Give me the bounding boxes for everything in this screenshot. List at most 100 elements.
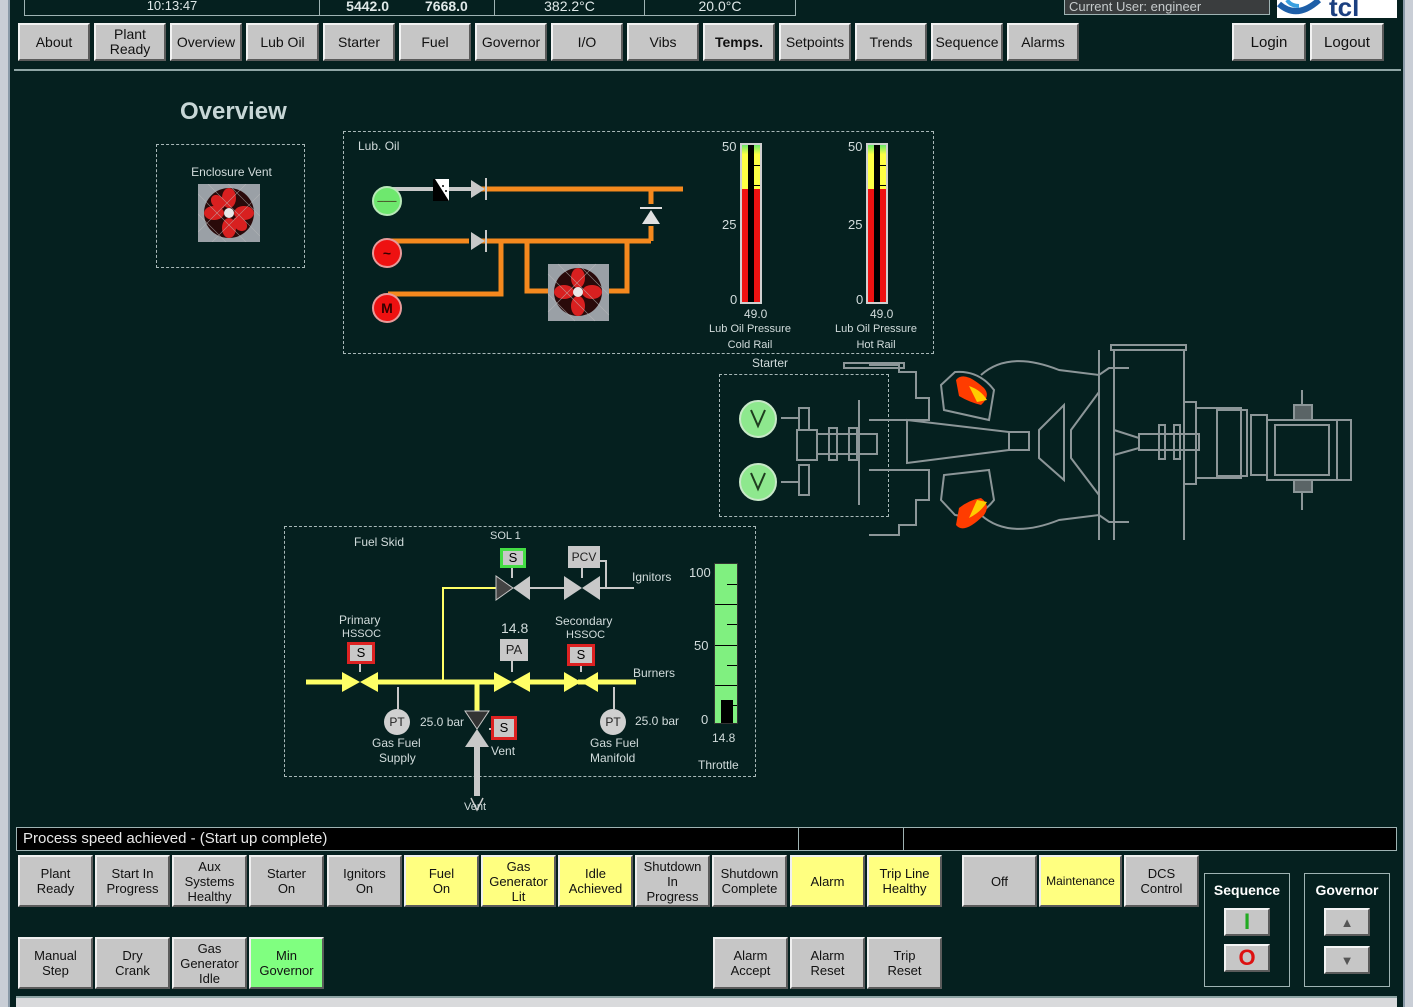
primary-hssoc-valve[interactable]: [342, 672, 378, 692]
nav-button-i-o[interactable]: I/O: [551, 23, 623, 61]
manual-step-button[interactable]: Manual Step: [18, 937, 93, 989]
logout-button[interactable]: Logout: [1310, 23, 1384, 61]
starter-motor-2-icon[interactable]: [739, 463, 777, 501]
trip-reset-button[interactable]: Trip Reset: [867, 937, 942, 989]
flame-icon: [956, 376, 987, 405]
primary-hssoc-solenoid[interactable]: S: [347, 642, 375, 664]
gauge-bar: [740, 143, 762, 304]
starter-box: [719, 374, 889, 517]
starter-label: Starter: [752, 356, 789, 370]
gas-fuel-supply-pt[interactable]: PT: [384, 709, 410, 735]
gas-generator-idle-button[interactable]: Gas Generator Idle: [172, 937, 247, 989]
nav-separator: [14, 69, 1401, 71]
governor-panel: Governor ▲ ▼: [1304, 873, 1390, 987]
nav-button-sequence[interactable]: Sequence: [931, 23, 1003, 61]
nav-button-plant-ready[interactable]: Plant Ready: [94, 23, 166, 61]
nav-button-trends[interactable]: Trends: [855, 23, 927, 61]
temp-1-value: 382.2°C: [544, 0, 595, 14]
min-governor-button[interactable]: Min Governor: [249, 937, 324, 989]
secondary-hssoc-solenoid[interactable]: S: [567, 644, 595, 666]
throttle-bar: [714, 563, 738, 724]
state-ignitors-on: Ignitors On: [327, 855, 402, 907]
pa-valve[interactable]: [494, 672, 530, 692]
enclosure-vent-label: Enclosure Vent: [191, 165, 272, 179]
gas-turbine-diagram: [781, 344, 1352, 540]
nav-button-alarms[interactable]: Alarms: [1007, 23, 1079, 61]
clock-cell: 10:13:47: [25, 0, 320, 15]
dc-pump-icon[interactable]: ───: [372, 186, 402, 216]
primary-hssoc-label-2: HSSOC: [342, 628, 382, 640]
fan-icon[interactable]: [198, 184, 260, 242]
pcv-box[interactable]: PCV: [568, 546, 600, 568]
sequence-panel-title: Sequence: [1213, 882, 1281, 898]
vent-valve-label: Vent: [491, 744, 516, 758]
throttle-scale-mid: 50: [694, 638, 709, 653]
gas-fuel-manifold-label-2: Manifold: [590, 751, 636, 765]
nav-button-governor[interactable]: Governor: [475, 23, 547, 61]
gas-fuel-supply-pressure: 25.0 bar: [420, 715, 465, 729]
sequence-panel: Sequence I O: [1204, 873, 1290, 987]
state-plant-ready: Plant Ready: [18, 855, 93, 907]
speed-2-value: 7668.0: [425, 0, 468, 14]
oil-pipes: [388, 186, 683, 297]
state-gas-generator-lit: Gas Generator Lit: [481, 855, 556, 907]
nav-button-vibs[interactable]: Vibs: [627, 23, 699, 61]
nav-button-overview[interactable]: Overview: [170, 23, 242, 61]
sol1-label: SOL 1: [490, 530, 521, 542]
company-logo: tcl: [1277, 0, 1397, 18]
governor-raise-button[interactable]: ▲: [1324, 908, 1370, 936]
page-title: Overview: [180, 98, 287, 125]
status-segment-2: [799, 828, 904, 850]
vent-outlet-label: Vent: [464, 801, 487, 813]
nav-button-about[interactable]: About: [18, 23, 90, 61]
logo-text: tcl: [1329, 0, 1359, 18]
primary-hssoc-label-1: Primary: [339, 613, 381, 627]
throttle-value: 14.8: [712, 731, 736, 745]
alarm-accept-button[interactable]: Alarm Accept: [713, 937, 788, 989]
ignitors-label: Ignitors: [632, 570, 672, 584]
vent-valve[interactable]: [464, 710, 490, 747]
pa-box[interactable]: PA: [500, 639, 528, 661]
mode-dcs-control-button[interactable]: DCS Control: [1124, 855, 1199, 907]
header-readouts: 10:13:47 5442.0 7668.0 382.2°C 20.0°C: [24, 0, 796, 16]
burners-label: Burners: [633, 666, 676, 680]
nav-button-temps[interactable]: Temps.: [703, 23, 775, 61]
vent-solenoid[interactable]: S: [491, 716, 517, 740]
login-button[interactable]: Login: [1232, 23, 1306, 61]
state-starter-on: Starter On: [249, 855, 324, 907]
motor-pump-icon[interactable]: M: [372, 293, 402, 323]
gas-fuel-manifold-pt[interactable]: PT: [600, 709, 626, 735]
state-fuel-on: Fuel On: [404, 855, 479, 907]
mode-off-button[interactable]: Off: [962, 855, 1037, 907]
gas-fuel-manifold-label-1: Gas Fuel: [590, 736, 639, 750]
footer-bar: [16, 996, 1397, 1007]
relief-valve-icon: [640, 207, 662, 224]
nav-button-lub-oil[interactable]: Lub Oil: [246, 23, 319, 61]
dry-crank-button[interactable]: Dry Crank: [95, 937, 170, 989]
sol1-valve[interactable]: [495, 575, 530, 601]
gauge-scale-max: 50: [722, 139, 737, 154]
sequence-start-button[interactable]: I: [1224, 908, 1270, 936]
current-user-label: Current User: engineer: [1064, 0, 1270, 15]
nav-button-setpoints[interactable]: Setpoints: [779, 23, 851, 61]
starter-motor-1-icon[interactable]: [739, 400, 777, 438]
enclosure-vent-box: Enclosure Vent: [156, 144, 305, 268]
status-message: Process speed achieved - (Start up compl…: [17, 828, 799, 850]
nav-button-fuel[interactable]: Fuel: [399, 23, 471, 61]
alarm-reset-button[interactable]: Alarm Reset: [790, 937, 865, 989]
nav-button-starter[interactable]: Starter: [323, 23, 395, 61]
speed-cell: 5442.0 7668.0: [320, 0, 495, 15]
mode-maintenance-button[interactable]: Maintenance: [1039, 855, 1122, 907]
governor-lower-button[interactable]: ▼: [1324, 946, 1370, 974]
throttle-scale-min: 0: [701, 712, 709, 727]
fuel-skid-diagram: [306, 560, 636, 812]
sol1-solenoid[interactable]: S: [500, 548, 526, 568]
pcv-valve[interactable]: [564, 576, 600, 600]
throttle-label: Throttle: [698, 758, 739, 772]
gauge-title-line-1: Lub Oil Pressure: [709, 323, 791, 335]
fuel-pipes: [306, 679, 636, 714]
secondary-hssoc-valve[interactable]: [564, 672, 598, 692]
gas-fuel-manifold-pressure: 25.0 bar: [635, 714, 680, 728]
sequence-stop-button[interactable]: O: [1224, 944, 1270, 972]
ac-pump-icon[interactable]: ~: [372, 238, 402, 268]
